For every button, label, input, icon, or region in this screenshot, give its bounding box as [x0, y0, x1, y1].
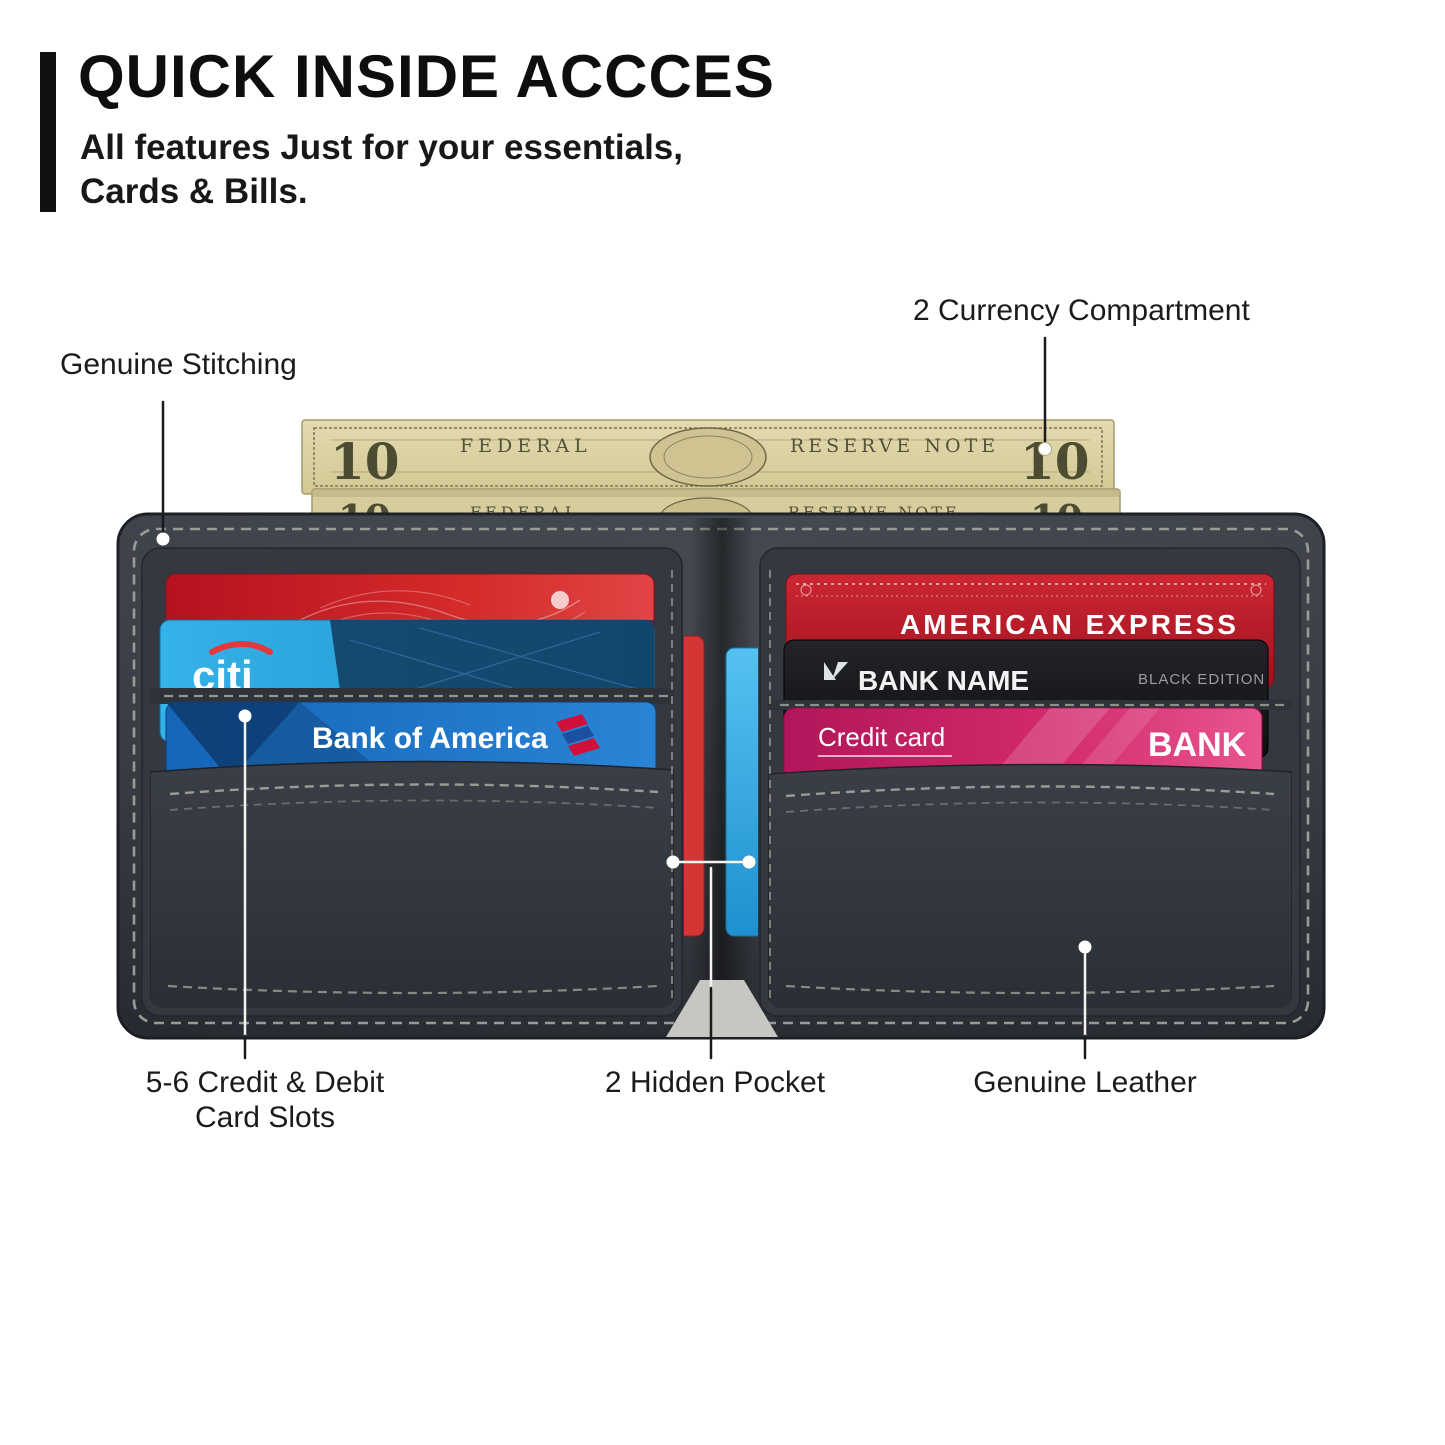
black-card-edition: BLACK EDITION: [1138, 671, 1265, 688]
bill-word-federal: FEDERAL: [460, 435, 592, 457]
callout-dot-card-slots: [238, 709, 252, 723]
bill-denomination: 10: [1020, 432, 1090, 491]
bill-word-reserve-note: RESERVE NOTE: [790, 435, 999, 457]
label-currency-compartment: 2 Currency Compartment: [913, 294, 1250, 327]
boa-flag-icon: [556, 714, 600, 756]
page-title: QUICK INSIDE ACCCES: [78, 43, 775, 110]
title-accent-bar: [40, 52, 56, 212]
label-genuine-stitching: Genuine Stitching: [60, 348, 297, 381]
boa-logo-text: Bank of America: [312, 722, 548, 755]
left-panel: citi Bank of America: [141, 547, 683, 1017]
black-card-bank-name: BANK NAME: [858, 665, 1029, 696]
label-genuine-leather: Genuine Leather: [973, 1066, 1197, 1099]
bill-denomination: 10: [330, 432, 400, 491]
callout-dot-currency: [1038, 442, 1052, 456]
left-card-pocket: [150, 760, 674, 1008]
callout-lines: [156, 336, 1092, 1060]
callout-dot-hidden-left: [666, 855, 680, 869]
pink-card-bank: BANK: [1148, 726, 1247, 764]
amex-logo-text: AMERICAN EXPRESS: [900, 609, 1239, 640]
label-card-slots: 5-6 Credit & Debit Card Slots: [145, 1066, 385, 1134]
bill-top: 10 10 FEDERAL RESERVE NOTE: [301, 419, 1115, 495]
callout-dot-stitching: [156, 532, 170, 546]
callout-dot-leather: [1078, 940, 1092, 954]
right-panel: AMERICAN EXPRESS BANK NAME BLACK EDITION: [759, 547, 1301, 1017]
pink-card-label: Credit card: [818, 722, 945, 752]
label-hidden-pocket: 2 Hidden Pocket: [604, 1066, 826, 1099]
page-subtitle: All features Just for your essentials, C…: [80, 128, 683, 211]
callout-dot-hidden-right: [742, 855, 756, 869]
right-card-pocket: [768, 763, 1292, 1008]
